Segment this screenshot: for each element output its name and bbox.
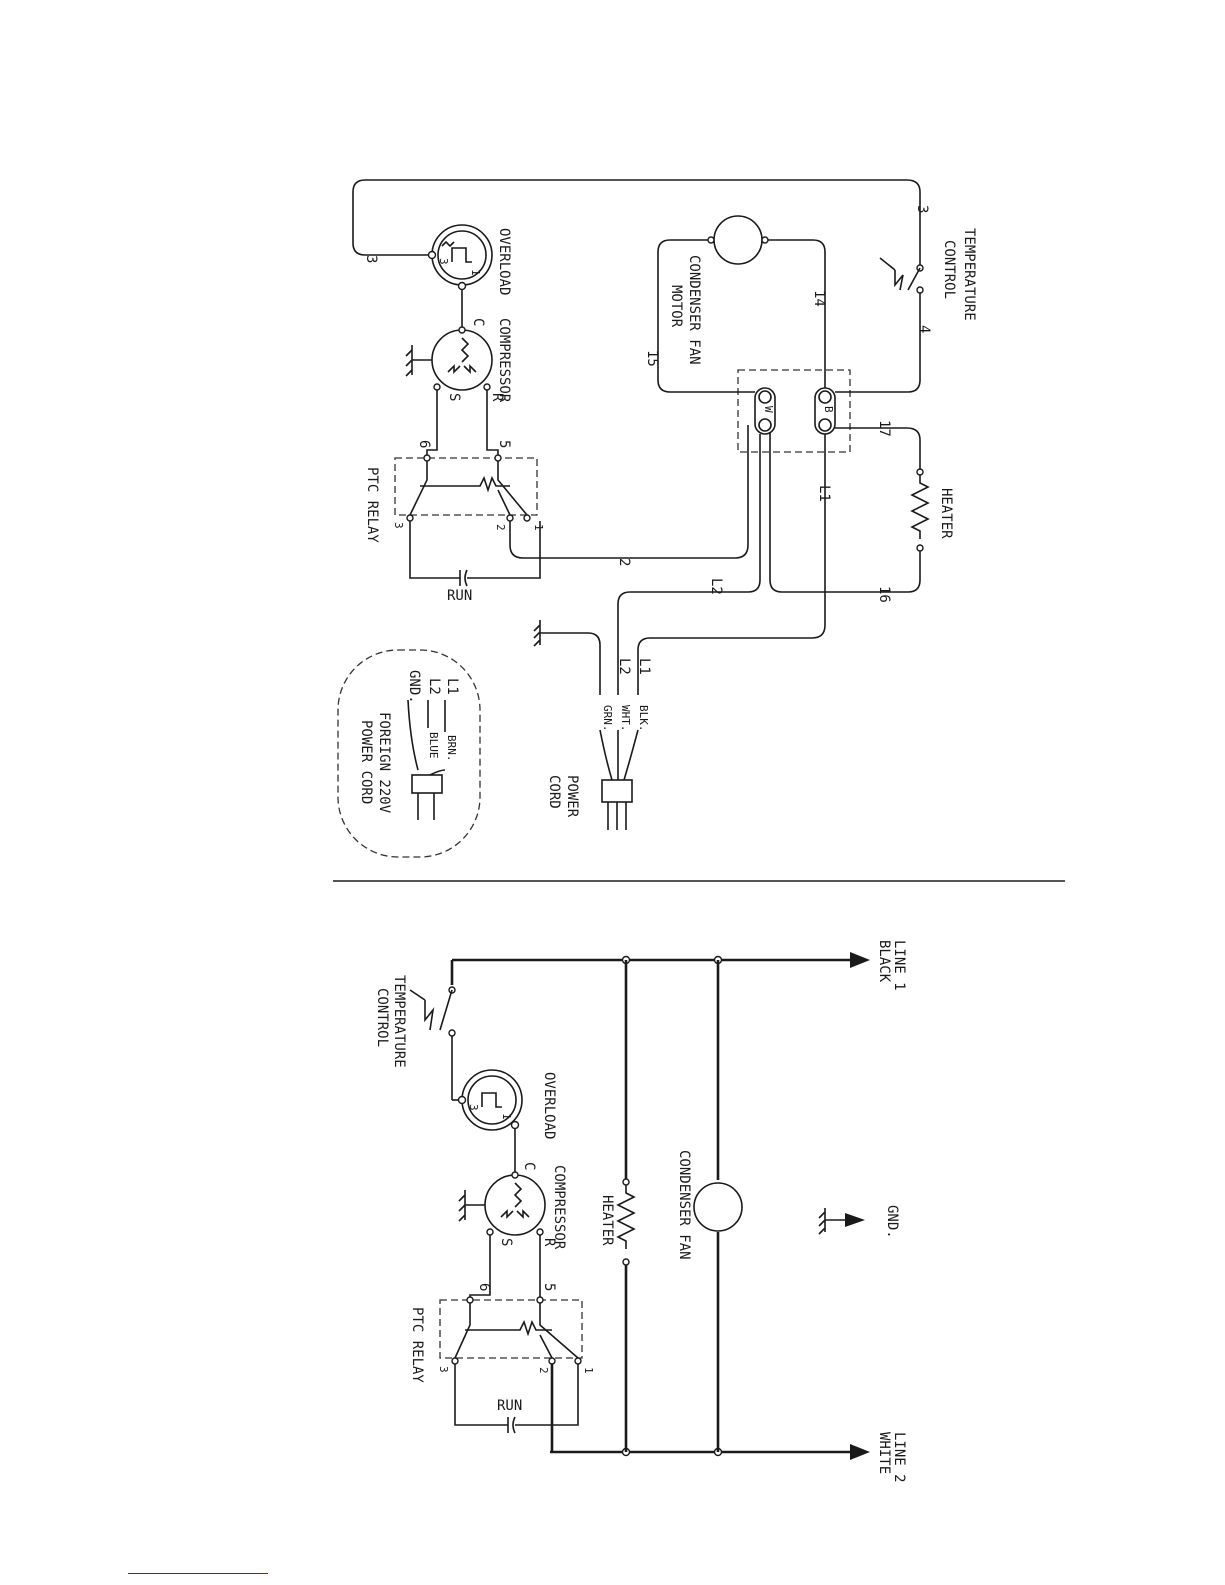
schematic-ptc-label: PTC RELAY bbox=[409, 1307, 425, 1383]
schematic-condenser-fan-label: CONDENSER FAN bbox=[676, 1150, 692, 1260]
line2-label-1: LINE 2 bbox=[891, 1432, 907, 1483]
svg-text:15: 15 bbox=[644, 350, 660, 367]
svg-text:S: S bbox=[498, 1238, 514, 1246]
svg-text:16: 16 bbox=[876, 586, 892, 603]
compressor: C S R COMPRESSOR bbox=[405, 318, 512, 403]
svg-text:S: S bbox=[446, 393, 462, 401]
schematic-overload-label: OVERLOAD bbox=[541, 1072, 557, 1139]
schematic-diagram: LINE 1 BLACK LINE 2 WHITE GND. HEATER CO… bbox=[374, 940, 907, 1483]
svg-text:6: 6 bbox=[476, 1283, 492, 1291]
schematic-heater-label: HEATER bbox=[599, 1195, 615, 1246]
svg-text:2: 2 bbox=[616, 558, 632, 566]
svg-text:L2: L2 bbox=[708, 578, 724, 595]
svg-text:GRN.: GRN. bbox=[601, 705, 614, 732]
svg-text:6: 6 bbox=[416, 440, 432, 448]
overload-label: OVERLOAD bbox=[496, 228, 512, 295]
temp-3-label: 3 bbox=[914, 205, 930, 213]
svg-text:17: 17 bbox=[876, 420, 892, 437]
line1-label-2: BLACK bbox=[876, 940, 892, 983]
svg-text:R: R bbox=[489, 393, 505, 402]
svg-text:L1: L1 bbox=[444, 678, 460, 695]
svg-text:W: W bbox=[762, 406, 775, 413]
svg-text:3: 3 bbox=[392, 522, 405, 529]
svg-text:L2: L2 bbox=[426, 678, 442, 695]
svg-text:1: 1 bbox=[500, 1113, 513, 1120]
line1-label-1: LINE 1 bbox=[891, 940, 907, 991]
svg-text:14: 14 bbox=[811, 290, 827, 307]
terminal-block: W B bbox=[737, 369, 851, 453]
temperature-control-label-1: TEMPERATURE bbox=[961, 228, 977, 321]
svg-text:4: 4 bbox=[916, 325, 932, 333]
svg-text:GND.: GND. bbox=[406, 670, 422, 704]
svg-text:C: C bbox=[470, 318, 486, 326]
svg-text:L1: L1 bbox=[816, 485, 832, 502]
svg-text:1: 1 bbox=[532, 524, 545, 531]
temperature-control: TEMPERATURE CONTROL bbox=[879, 228, 977, 380]
power-cord: L1 L2 BLK. WHT. GRN. POWER CORD bbox=[546, 658, 652, 830]
svg-text:3: 3 bbox=[437, 1366, 450, 1373]
svg-text:B: B bbox=[822, 406, 835, 413]
condenser-fan-motor-label-1: CONDENSER FAN bbox=[686, 255, 702, 365]
svg-text:1: 1 bbox=[469, 269, 482, 276]
gnd-label: GND. bbox=[884, 1205, 900, 1239]
condenser-fan-motor: CONDENSER FAN MOTOR bbox=[668, 215, 769, 365]
svg-text:1: 1 bbox=[582, 1367, 595, 1374]
svg-text:2: 2 bbox=[537, 1367, 550, 1374]
ptc-relay: 3 2 1 PTC RELAY bbox=[364, 454, 545, 543]
schematic-temp-label-2: CONTROL bbox=[374, 988, 390, 1047]
svg-text:BLK.: BLK. bbox=[637, 705, 650, 732]
wire-3-label: 3 bbox=[363, 255, 379, 263]
svg-text:3: 3 bbox=[437, 258, 450, 265]
schematic-temp-label-1: TEMPERATURE bbox=[391, 975, 407, 1068]
line2-label-2: WHITE bbox=[876, 1432, 892, 1474]
foreign-cord-label-1: FOREIGN 220V bbox=[376, 712, 392, 814]
condenser-fan-motor-label-2: MOTOR bbox=[668, 285, 684, 328]
run-label: RUN bbox=[447, 588, 472, 604]
svg-text:R: R bbox=[541, 1238, 557, 1247]
svg-text:5: 5 bbox=[541, 1283, 557, 1291]
heater: HEATER bbox=[910, 468, 954, 552]
temperature-control-label-2: CONTROL bbox=[941, 240, 957, 299]
svg-text:C: C bbox=[521, 1162, 537, 1170]
svg-text:WHT.: WHT. bbox=[619, 705, 632, 732]
foreign-power-cord-inset: L1 L2 GND. BRN. BLUE FOREIGN 220V POWER … bbox=[337, 649, 481, 858]
svg-text:2: 2 bbox=[494, 524, 507, 531]
svg-text:L2: L2 bbox=[616, 658, 632, 675]
svg-text:3: 3 bbox=[467, 1104, 480, 1111]
pictorial-diagram: 3 3 3 1 OVERLOAD C S R COMPRESSOR bbox=[337, 179, 977, 858]
compressor-label: COMPRESSOR bbox=[496, 318, 512, 403]
footer-link-underline[interactable] bbox=[128, 1573, 268, 1574]
wire-3 bbox=[352, 179, 921, 256]
svg-text:BRN.: BRN. bbox=[445, 735, 458, 762]
ptc-relay-label: PTC RELAY bbox=[364, 467, 380, 543]
power-cord-label-1: POWER bbox=[564, 775, 580, 818]
svg-text:BLUE: BLUE bbox=[427, 732, 440, 759]
foreign-cord-label-2: POWER CORD bbox=[358, 720, 374, 804]
svg-text:5: 5 bbox=[496, 440, 512, 448]
schematic-compressor-label: COMPRESSOR bbox=[551, 1165, 567, 1250]
svg-text:L1: L1 bbox=[636, 658, 652, 675]
schematic-run-label: RUN bbox=[497, 1398, 522, 1414]
heater-label: HEATER bbox=[938, 488, 954, 539]
overload: 3 1 OVERLOAD bbox=[427, 224, 512, 295]
power-cord-label-2: CORD bbox=[546, 775, 562, 809]
